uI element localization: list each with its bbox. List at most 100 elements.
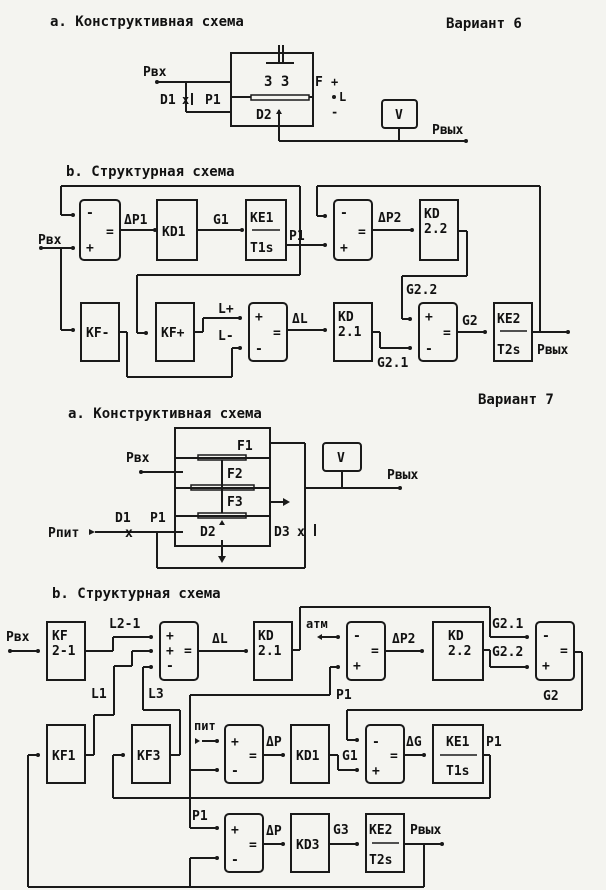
svg-text:+: + (231, 823, 239, 838)
svg-text:KF+: KF+ (161, 326, 185, 341)
svg-text:-: - (425, 342, 433, 357)
v6-spring-icon: 3 3 (264, 74, 289, 90)
v6-d1-throttle-icon: x (182, 93, 189, 107)
v7s-atm-arrow-icon (317, 634, 322, 640)
svg-text:-: - (86, 206, 94, 221)
v6-label-l: L (339, 90, 346, 104)
v6s-g22-label: G2.2 (406, 283, 437, 298)
v7s-pit-label: пит (194, 719, 216, 733)
v6-d2-label: D2 (256, 108, 272, 123)
svg-text:+: + (542, 659, 550, 674)
svg-text:2.2: 2.2 (448, 644, 471, 659)
v6s-dp2-label: ΔP2 (378, 211, 401, 226)
v6-d1-label: D1 (160, 93, 176, 108)
svg-text:=: = (106, 225, 114, 240)
svg-text:-: - (372, 735, 380, 750)
svg-text:T1s: T1s (446, 764, 469, 779)
v7-exhaust-arrow-icon (283, 498, 290, 506)
svg-text:-: - (353, 629, 361, 644)
variant6-constructive: a. Конструктивная схема Вариант 6 3 3 F … (50, 14, 522, 143)
v7s-l21-label: L2-1 (109, 617, 140, 632)
svg-text:+: + (372, 764, 380, 779)
v6-d2-arrow-icon (276, 109, 282, 114)
v7s-p1c-label: P1 (192, 809, 208, 824)
svg-text:KD: KD (424, 207, 440, 222)
svg-text:=: = (249, 749, 257, 764)
svg-text:+: + (86, 241, 94, 256)
v6-pin-label: Pвх (143, 65, 167, 80)
v7-heading-b: b. Структурная схема (52, 586, 221, 602)
v7s-atm-label: атм (306, 617, 328, 631)
v7-drain-arrow-icon (218, 556, 226, 563)
v7-d3-label: D3 (274, 525, 290, 540)
svg-text:=: = (560, 644, 568, 659)
v7s-kf3-block (131, 724, 171, 784)
v6s-p1-label: P1 (289, 229, 305, 244)
svg-text:KE1: KE1 (446, 735, 470, 750)
svg-text:T2s: T2s (369, 853, 392, 868)
v7-d3-throttle-icon: x (297, 525, 305, 540)
v7s-pout-label: Pвых (410, 823, 441, 838)
v7s-g21-label: G2.1 (492, 617, 523, 632)
variant7-structural: b. Структурная схема Pвх KF 2-1 L2-1 L1 … (6, 586, 583, 888)
svg-text:-: - (231, 853, 239, 868)
svg-text:-: - (231, 764, 239, 779)
svg-text:-: - (255, 342, 263, 357)
v6s-g21-label: G2.1 (377, 356, 408, 371)
svg-text:=: = (443, 326, 451, 341)
svg-text:T1s: T1s (250, 241, 273, 256)
v7-pout-label: Pвых (387, 468, 418, 483)
svg-text:KD: KD (338, 310, 354, 325)
v7-p1-label: P1 (150, 511, 166, 526)
v6-heading-b: b. Структурная схема (66, 164, 235, 180)
v6s-summator-3 (248, 302, 288, 362)
svg-text:+: + (255, 310, 263, 325)
svg-text:=: = (371, 644, 379, 659)
v6-label-f: F (315, 75, 323, 90)
svg-text:KE2: KE2 (497, 312, 520, 327)
svg-text:KD3: KD3 (296, 838, 319, 853)
v7s-g22-label: G2.2 (492, 645, 523, 660)
v7s-dp2-label: ΔP2 (392, 632, 415, 647)
v6s-lplus-label: L+ (218, 302, 234, 317)
svg-text:2.1: 2.1 (338, 325, 362, 340)
v6s-ke1-block (245, 199, 287, 261)
svg-text:KE1: KE1 (250, 211, 274, 226)
svg-text:-: - (166, 659, 174, 674)
svg-text:=: = (273, 326, 281, 341)
v6-gauge-label: V (395, 108, 403, 123)
v7-f1-label: F1 (237, 439, 253, 454)
v7-variant-label: Вариант 7 (478, 392, 554, 408)
svg-text:KD1: KD1 (296, 749, 320, 764)
v6-plus: + (331, 75, 338, 89)
svg-text:KF1: KF1 (52, 749, 76, 764)
v7-gauge-label: V (337, 451, 345, 466)
v7-d1-throttle-icon: x (125, 526, 133, 541)
v7s-dpb-label: ΔP (266, 824, 282, 839)
svg-text:+: + (425, 310, 433, 325)
v7-d2-arrow-icon (219, 520, 225, 525)
v7s-kf1-block (46, 724, 86, 784)
v7-psupply-label: Pпит (48, 526, 79, 541)
v6s-dp1-label: ΔP1 (124, 213, 148, 228)
svg-text:=: = (249, 838, 257, 853)
v6s-pout-label: Pвых (537, 343, 568, 358)
svg-text:=: = (358, 225, 366, 240)
svg-text:-: - (340, 206, 348, 221)
v6s-pin-label: Pвх (38, 233, 62, 248)
v6-variant-label: Вариант 6 (446, 16, 522, 32)
svg-text:T2s: T2s (497, 343, 520, 358)
v7s-pit-arrow-icon (195, 738, 200, 744)
svg-text:=: = (184, 644, 192, 659)
svg-text:+: + (340, 241, 348, 256)
v6-minus: - (331, 105, 338, 119)
v7s-p1a-label: P1 (336, 688, 352, 703)
svg-text:+: + (166, 629, 174, 644)
svg-text:KE2: KE2 (369, 823, 392, 838)
variant7-constructive: Вариант 7 a. Конструктивная схема F1 F2 … (48, 392, 554, 569)
v7s-p1b-label: P1 (486, 735, 502, 750)
v6s-g1-label: G1 (213, 213, 229, 228)
v7s-dl-label: ΔL (212, 632, 228, 647)
v6-p1-label: P1 (205, 93, 221, 108)
